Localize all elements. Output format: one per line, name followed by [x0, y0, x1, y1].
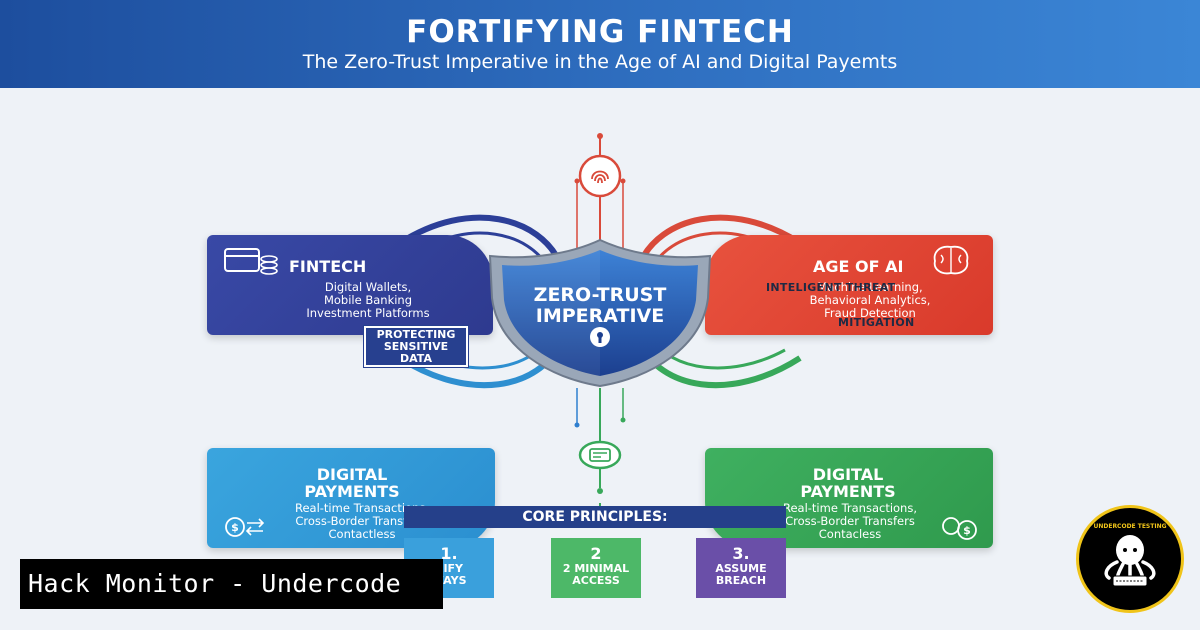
- card-title-line: DIGITAL: [316, 465, 388, 484]
- card-title-line: DIGITAL: [812, 465, 884, 484]
- card-line: Real-time Transactions,: [782, 501, 917, 515]
- card-line: Investment Platforms: [306, 306, 430, 320]
- card-payments-right-lines: Real-time Transactions, Cross-Border Tra…: [745, 502, 955, 541]
- svg-text:$: $: [963, 524, 971, 537]
- page-title: FORTIFYING FINTECH: [406, 14, 794, 50]
- payment-terminal-icon: [578, 440, 622, 470]
- protect-line: DATA: [400, 352, 432, 365]
- principle-label: ASSUME: [715, 562, 767, 575]
- card-line: Contactless: [328, 527, 396, 541]
- card-payments-right: DIGITAL PAYMENTS Real-time Transactions,…: [705, 448, 993, 548]
- shield-label-line: IMPERATIVE: [535, 305, 665, 327]
- dollar-exchange-icon: $: [225, 517, 265, 537]
- zero-trust-shield: [488, 238, 712, 388]
- principle-number: 2: [590, 544, 602, 563]
- card-fintech: FINTECH Digital Wallets, Mobile Banking …: [207, 235, 493, 335]
- card-ai: AGE OF AI Machine Learning, Behavioral A…: [705, 235, 993, 335]
- threat-label-line2: MITIGATION: [838, 316, 915, 329]
- octopus-icon: UNDERCODE TESTING: [1093, 523, 1167, 587]
- protect-line: SENSITIVE: [383, 340, 449, 353]
- fingerprint-icon: [578, 154, 622, 198]
- card-line: Behavioral Analytics,: [809, 293, 931, 307]
- page-subtitle: The Zero-Trust Imperative in the Age of …: [302, 51, 898, 73]
- diagram-canvas: FINTECH Digital Wallets, Mobile Banking …: [0, 88, 1200, 630]
- principle-assume-breach: 3. ASSUME BREACH: [696, 538, 786, 598]
- principle-label: BREACH: [715, 574, 767, 587]
- principle-label: 2 MINIMAL: [562, 562, 630, 575]
- dollar-coins-icon: $: [942, 517, 977, 540]
- protect-line: PROTECTING: [376, 328, 456, 341]
- card-payments-left-lines: Real-time Transactions, Cross-Border Tra…: [257, 502, 467, 541]
- undercode-logo: UNDERCODE TESTING: [1076, 505, 1184, 613]
- card-line: Contacless: [818, 527, 882, 541]
- header-banner: FORTIFYING FINTECH The Zero-Trust Impera…: [0, 0, 1200, 88]
- card-line: Real-time Transactions,: [294, 501, 429, 515]
- card-ai-lines: Machine Learning, Behavioral Analytics, …: [765, 281, 975, 320]
- card-and-coins-icon: [224, 248, 278, 275]
- card-line: Machine Learning,: [817, 280, 923, 294]
- card-line: Digital Wallets,: [324, 280, 412, 294]
- card-payments-left: DIGITAL PAYMENTS Real-time Transactions,…: [207, 448, 495, 548]
- card-fintech-title: FINTECH: [289, 257, 367, 276]
- card-line: Fraud Detection: [824, 306, 916, 320]
- hack-monitor-watermark: Hack Monitor - Undercode: [20, 559, 443, 609]
- threat-label-line1: INTELIGENT THREAT: [766, 281, 896, 294]
- principle-number: 3.: [732, 544, 750, 563]
- card-line: Cross-Border Transfers: [785, 514, 915, 528]
- shield-label-line: ZERO-TRUST: [533, 284, 667, 306]
- principle-label: ACCESS: [572, 574, 620, 587]
- card-ai-title: AGE OF AI: [813, 257, 904, 276]
- core-principles-header: CORE PRINCIPLES:: [404, 506, 786, 528]
- principle-minimal-access: 2 2 MINIMAL ACCESS: [551, 538, 641, 598]
- card-line: Mobile Banking: [323, 293, 413, 307]
- card-payments-left-title: DIGITAL PAYMENTS: [287, 466, 417, 500]
- card-fintech-lines: Digital Wallets, Mobile Banking Investme…: [263, 281, 473, 320]
- svg-text:$: $: [231, 521, 239, 534]
- card-title-line: PAYMENTS: [304, 482, 400, 501]
- protecting-data-label: PROTECTING SENSITIVE DATA: [363, 325, 469, 368]
- shield-label: ZERO-TRUST IMPERATIVE: [490, 285, 710, 327]
- card-payments-right-title: DIGITAL PAYMENTS: [783, 466, 913, 500]
- principle-number: 1.: [440, 544, 458, 563]
- keyhole-icon: [590, 327, 610, 347]
- logo-lettering: UNDERCODE TESTING: [1093, 523, 1166, 530]
- brain-icon: [933, 245, 969, 275]
- card-line: Cross-Border Transfers,: [295, 514, 429, 528]
- card-title-line: PAYMENTS: [800, 482, 896, 501]
